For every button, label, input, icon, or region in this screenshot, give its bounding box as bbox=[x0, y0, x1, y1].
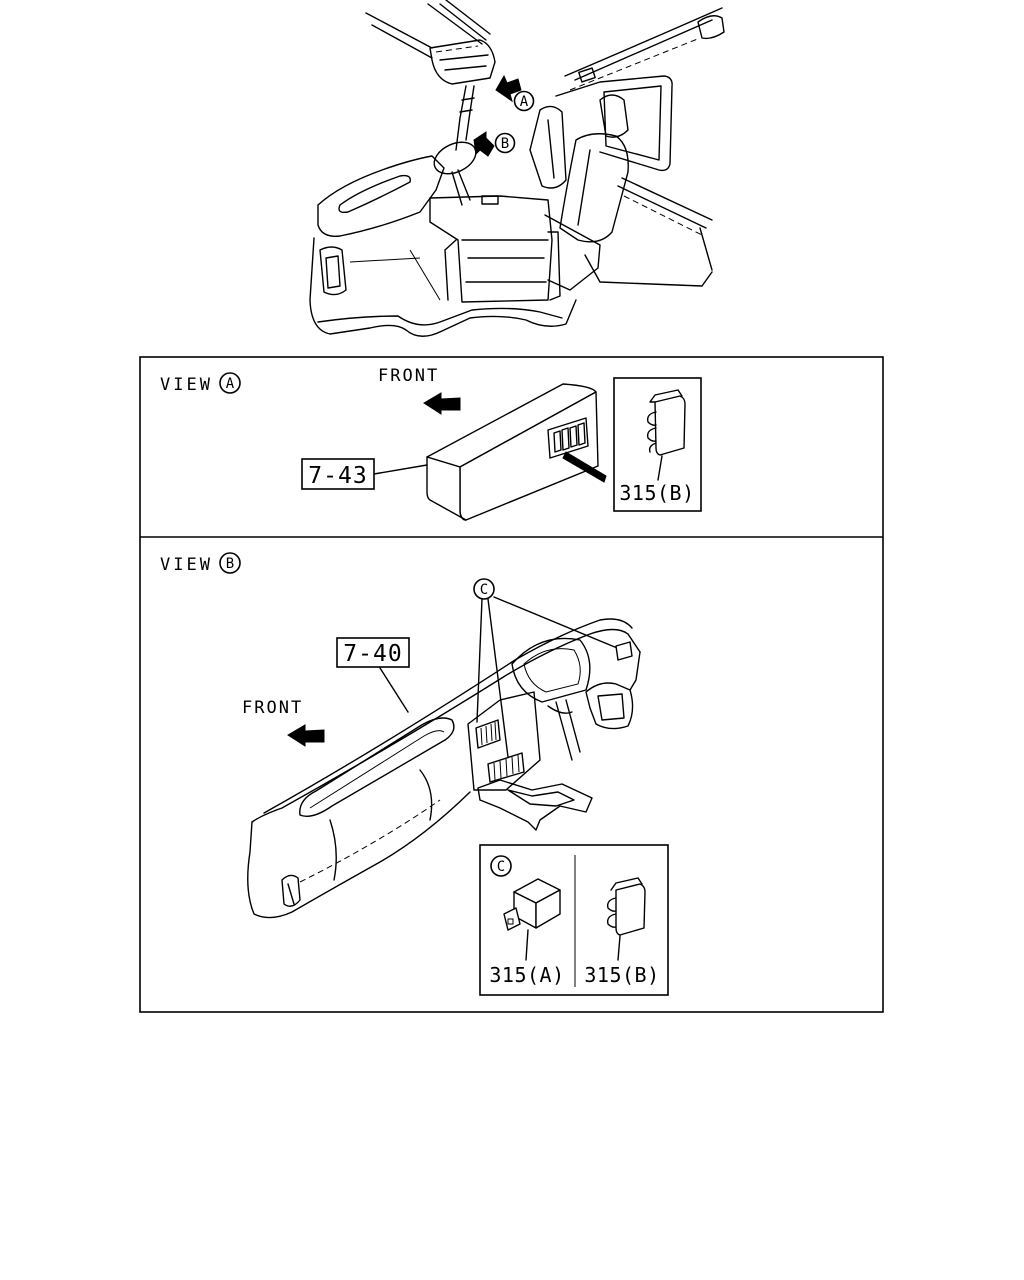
floor-console bbox=[477, 779, 593, 831]
left-side-vent bbox=[319, 246, 347, 296]
passenger-seat-back bbox=[559, 133, 629, 243]
door-window-frame bbox=[555, 75, 673, 172]
callout-c-letter: C bbox=[480, 582, 488, 598]
right-connector bbox=[615, 641, 633, 661]
dash-rear-edge bbox=[263, 618, 633, 814]
dash-right-vent bbox=[585, 682, 634, 730]
roof-dashed-line bbox=[569, 37, 701, 91]
driver-seat-back bbox=[529, 105, 567, 189]
view-a-front-label: FRONT bbox=[378, 366, 439, 386]
door-edge-lines bbox=[584, 177, 713, 287]
switch-block-upper bbox=[475, 719, 501, 749]
dash-top-slot bbox=[299, 717, 455, 818]
relay-315a-side bbox=[535, 889, 561, 929]
module-connector-pins bbox=[553, 422, 586, 453]
dome-light bbox=[578, 67, 596, 83]
steering-wheel bbox=[433, 141, 477, 175]
view-a-letter-circle bbox=[219, 372, 241, 394]
passenger-seat-headrest bbox=[599, 94, 629, 138]
center-stack bbox=[467, 691, 541, 791]
passenger-seat-cushion bbox=[544, 214, 601, 291]
connector-315b-body bbox=[654, 395, 686, 456]
dash-lower-dashed-line bbox=[299, 799, 441, 883]
instrument-hood bbox=[511, 637, 591, 703]
view-a-arrow bbox=[495, 74, 522, 103]
instrument-hood-inner bbox=[523, 648, 581, 693]
cab-interior-overview: A B bbox=[309, 0, 725, 337]
view-b-letter: B bbox=[226, 556, 234, 572]
part-315b-inset-box bbox=[613, 377, 702, 512]
steering-column-mount bbox=[547, 699, 581, 761]
part-315b-label-view-b: 315(B) bbox=[584, 963, 659, 987]
callout-b-circle bbox=[494, 132, 516, 154]
overhead-console-hidden-line bbox=[435, 45, 479, 53]
dash-left-vent bbox=[281, 874, 301, 907]
view-b-letter-circle bbox=[219, 552, 241, 574]
view-b-front-label: FRONT bbox=[242, 698, 303, 718]
dash-top-slot-inner bbox=[309, 730, 445, 809]
connector-315b-inset-body bbox=[615, 883, 646, 936]
dashboard-left bbox=[317, 155, 445, 237]
module-connector-port bbox=[547, 417, 589, 459]
windshield-center-lines bbox=[455, 85, 475, 151]
console-side-lines bbox=[444, 231, 561, 301]
door-dashed-line bbox=[623, 195, 705, 237]
center-console bbox=[429, 195, 553, 303]
views-frame bbox=[139, 356, 884, 1013]
steering-column bbox=[451, 169, 471, 206]
connector-315b-ribs bbox=[646, 411, 657, 453]
floor-console-tray bbox=[507, 789, 575, 807]
overhead-console bbox=[429, 39, 496, 85]
connector-315b-inset-tab bbox=[610, 877, 643, 891]
connector-315b-leader bbox=[657, 455, 663, 481]
part-315a-label: 315(A) bbox=[489, 963, 564, 987]
inset-c-box bbox=[479, 844, 669, 996]
view-a-letter: A bbox=[226, 376, 235, 392]
callout-b-letter: B bbox=[501, 136, 509, 152]
inset-c-callout-letter: C bbox=[497, 859, 505, 875]
view-b-front-arrow bbox=[287, 724, 325, 747]
door-window-glass bbox=[603, 85, 662, 161]
relay-315a-leader bbox=[525, 929, 529, 961]
switch-block-upper-pins bbox=[480, 721, 497, 746]
part-ref-7-40-box bbox=[336, 637, 410, 668]
callout-a-circle bbox=[513, 90, 535, 112]
dash-top-edge bbox=[251, 628, 641, 823]
dash-front-face bbox=[247, 791, 471, 919]
part-ref-7-43: 7-43 bbox=[308, 463, 367, 489]
dash-right-end bbox=[629, 651, 641, 691]
callout-c-circle bbox=[473, 578, 495, 600]
connector-315b-inset-ribs bbox=[606, 897, 617, 928]
connector-315b-inset-leader bbox=[617, 935, 621, 961]
part-ref-7-40: 7-40 bbox=[343, 641, 402, 667]
view-b-title: VIEW bbox=[160, 555, 213, 575]
part-315b-label-view-a: 315(B) bbox=[619, 481, 694, 505]
overhead-module-end bbox=[426, 456, 467, 521]
module-harness bbox=[562, 451, 607, 483]
relay-315a-pin bbox=[507, 918, 514, 925]
connector-315b-top-tab bbox=[649, 389, 683, 403]
part-ref-7-43-leader bbox=[373, 464, 428, 475]
view-a-front-arrow bbox=[423, 392, 461, 415]
inset-c-callout-circle bbox=[490, 855, 512, 877]
floor-mat-line bbox=[349, 249, 441, 301]
left-pillar-lines bbox=[365, 0, 491, 59]
view-b-arrow bbox=[473, 131, 495, 157]
view-a-panel: VIEW A FRONT 7-43 315(B) bbox=[160, 366, 702, 521]
floor-inner-line bbox=[317, 307, 563, 326]
callout-c-leaders bbox=[476, 596, 623, 758]
dash-lower-curves bbox=[329, 769, 433, 881]
console-switch-panel bbox=[481, 195, 499, 205]
switch-block-lower-pins bbox=[493, 754, 520, 781]
floor-outline bbox=[309, 237, 577, 337]
view-b-panel: VIEW B C 7-40 FRONT bbox=[160, 552, 669, 996]
callout-a-letter: A bbox=[520, 94, 529, 110]
view-a-title: VIEW bbox=[160, 375, 213, 395]
dashboard-left-slot bbox=[338, 174, 411, 214]
instrument-panel bbox=[247, 618, 641, 919]
grab-handle bbox=[697, 15, 725, 40]
roof-right-edge bbox=[564, 7, 723, 81]
part-ref-7-40-leader bbox=[379, 667, 409, 713]
